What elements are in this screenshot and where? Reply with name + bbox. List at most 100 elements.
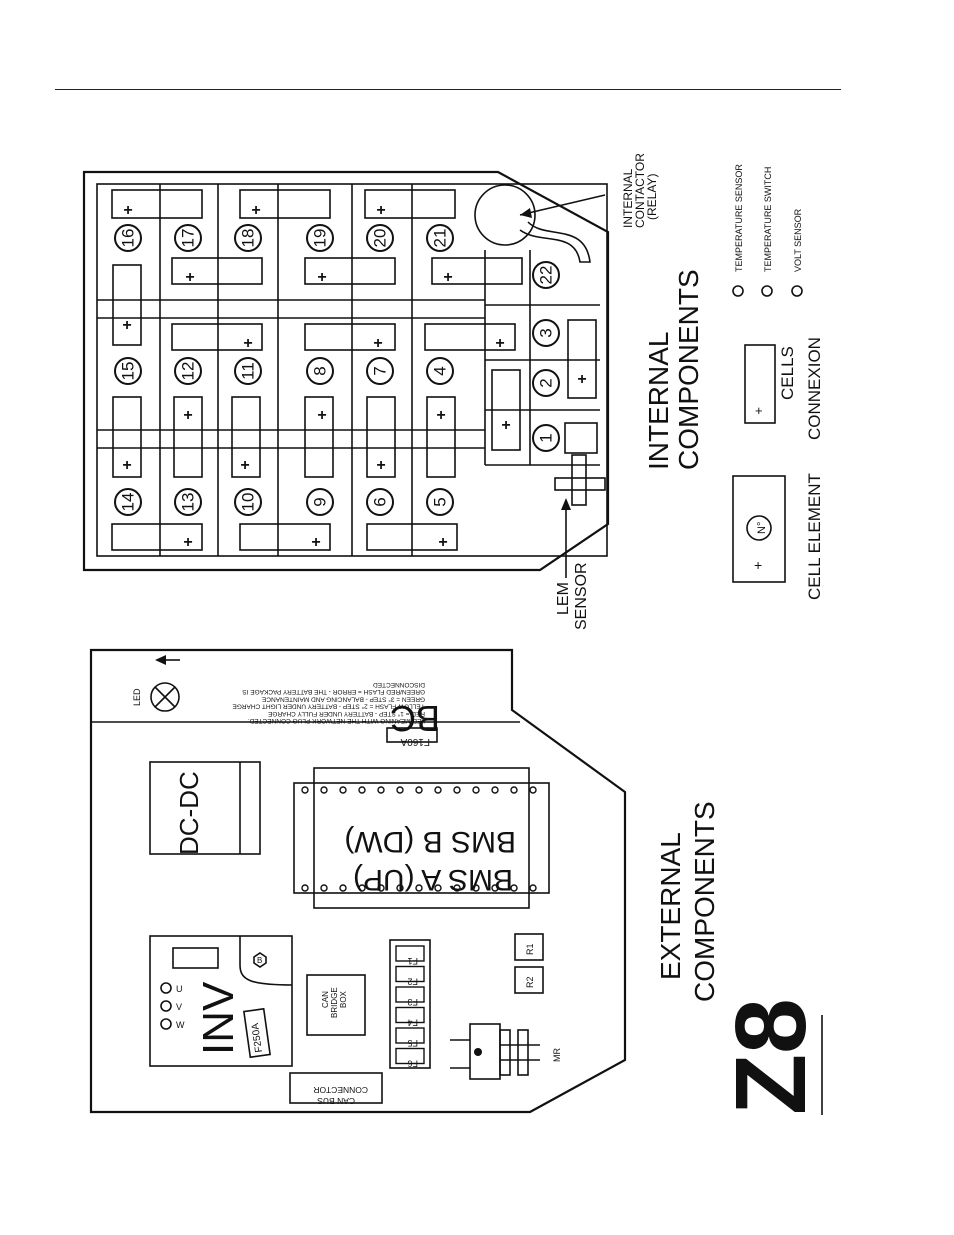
svg-text:+: + <box>251 202 260 219</box>
led-label: LED <box>132 688 142 706</box>
svg-text:+: + <box>376 457 385 474</box>
legend-temperature-sensor: TEMPERATURE SENSOR <box>734 164 744 272</box>
cell-circle-3 <box>532 319 560 347</box>
cell-circle-9 <box>306 488 334 516</box>
cell-circle-21 <box>426 224 454 252</box>
contactor-label-line2: CONTACTOR <box>633 153 647 228</box>
cell-number-21: 21 <box>431 229 450 248</box>
can-bridge-1: CAN <box>321 991 330 1008</box>
svg-text:+: + <box>577 371 586 388</box>
svg-text:+: + <box>122 317 131 334</box>
contactor-label-line1: INTERNAL <box>621 168 635 228</box>
internal-title-line2: COMPONENTS <box>673 269 704 470</box>
header-rule <box>55 89 841 90</box>
bms-pin <box>301 786 309 794</box>
bms-pin <box>358 884 366 892</box>
svg-text:+: + <box>495 335 504 352</box>
cell-circle-10 <box>234 488 262 516</box>
bms-pin <box>491 884 499 892</box>
lem-label-line1: LEM <box>555 582 572 615</box>
svg-text:+: + <box>376 202 385 219</box>
cell-circle-11 <box>234 357 262 385</box>
fuse-label-1: F1 <box>407 956 418 966</box>
fuse-5 <box>395 1027 425 1044</box>
can-bridge-2: BRIDGE <box>330 987 339 1018</box>
b-label: B <box>257 956 262 965</box>
fuse-label-4: F4 <box>407 1018 418 1028</box>
bms-pin <box>510 884 518 892</box>
svg-text:+: + <box>240 457 249 474</box>
cell-number-20: 20 <box>371 229 390 248</box>
svg-text:+: + <box>443 269 452 286</box>
led-meaning-line-0: LED MEANING WITH THE NETWORK PLUG CONNEC… <box>248 717 425 724</box>
bms-a-label: BMS A (UP) <box>353 863 513 896</box>
cell-circle-16 <box>114 224 142 252</box>
bms-pin <box>339 884 347 892</box>
bms-pin <box>434 786 442 794</box>
legend-volt-sensor: VOLT SENSOR <box>793 208 803 272</box>
led-meaning-line-5: DISCONNECTED <box>373 681 425 688</box>
inv-label: INV <box>194 981 243 1055</box>
can-bus-line2: CONNECTOR <box>313 1085 368 1095</box>
cell-number-22: 22 <box>537 266 556 285</box>
bms-pin <box>320 884 328 892</box>
cell-circle-19 <box>306 224 334 252</box>
cell-number-8: 8 <box>311 366 330 375</box>
cell-number-5: 5 <box>431 497 450 506</box>
bms-pin <box>529 786 537 794</box>
bms-pin <box>320 786 328 794</box>
cell-number-11: 11 <box>239 362 258 380</box>
legend-cell-element: CELL ELEMENT <box>805 473 824 600</box>
contactor-pointer <box>519 194 606 216</box>
legend-cells-connexion-1: CELLS <box>778 346 797 400</box>
fuse-label-5: F5 <box>407 1038 418 1048</box>
cell-number-15: 15 <box>119 362 138 381</box>
led-meaning-line-4: GREEN/RED FLASH = ERROR - THE BATTERY PA… <box>242 688 425 695</box>
lem-label: LEM SENSOR <box>555 562 590 630</box>
fuse-3 <box>395 986 425 1003</box>
cell-circle-12 <box>174 357 202 385</box>
cell-circle-15 <box>114 357 142 385</box>
bms-pin <box>510 786 518 794</box>
bms-pin <box>472 786 480 794</box>
cell-circle-17 <box>174 224 202 252</box>
cell-circle-20 <box>366 224 394 252</box>
bms-pin <box>377 884 385 892</box>
bms-pin <box>358 786 366 794</box>
bms-pin <box>491 786 499 794</box>
cell-circle-2 <box>532 369 560 397</box>
mr-label: MR <box>552 1048 562 1062</box>
svg-text:+: + <box>183 407 192 424</box>
cell-circle-5 <box>426 488 454 516</box>
cell-number-4: 4 <box>431 366 450 375</box>
cell-number-9: 9 <box>311 497 330 506</box>
svg-text:+: + <box>501 417 510 434</box>
cell-circle-4 <box>426 357 454 385</box>
contactor-label: INTERNAL CONTACTOR (RELAY) <box>621 153 659 228</box>
f160a-label: F160A <box>400 736 430 747</box>
bms-pin <box>396 884 404 892</box>
external-title: EXTERNAL COMPONENTS <box>655 801 720 1002</box>
cell-number-16: 16 <box>119 229 138 248</box>
cell-circle-18 <box>234 224 262 252</box>
lem-label-line2: SENSOR <box>573 562 590 630</box>
bms-pin <box>301 884 309 892</box>
f250a-label: F250A <box>250 1022 265 1053</box>
cell-number-6: 6 <box>371 497 390 506</box>
fuse-label-6: F6 <box>407 1059 418 1069</box>
bms-pin <box>453 884 461 892</box>
cell-number-7: 7 <box>371 366 390 375</box>
svg-text:+: + <box>373 335 382 352</box>
led-meaning: LED MEANING WITH THE NETWORK PLUG CONNEC… <box>232 681 425 724</box>
bms-pin <box>434 884 442 892</box>
bms-b-label: BMS B (DW) <box>344 825 516 858</box>
cell-circle-6 <box>366 488 394 516</box>
cell-number-18: 18 <box>239 229 258 248</box>
fuse-6 <box>395 1047 425 1065</box>
svg-text:+: + <box>123 202 132 219</box>
led-meaning-line-2: YELLOW FLASH = 2° STEP - BATTERY UNDER L… <box>232 703 425 711</box>
cell-number-2: 2 <box>537 378 556 387</box>
internal-title-line1: INTERNAL <box>643 332 674 470</box>
legend-cell-symbol: N° <box>756 522 768 534</box>
